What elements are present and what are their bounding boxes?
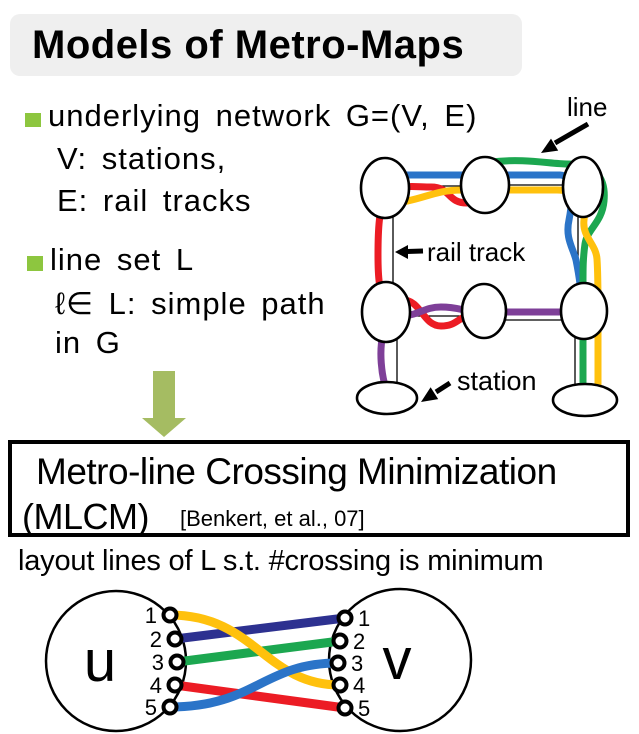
port-number: 4 bbox=[150, 673, 162, 698]
bullet-square-icon bbox=[27, 256, 43, 271]
bullet-square-icon bbox=[25, 113, 41, 127]
line-label: line bbox=[567, 92, 607, 122]
uv-line-red bbox=[170, 680, 350, 713]
station-node bbox=[359, 156, 411, 220]
port-circle bbox=[331, 632, 349, 650]
port-number: 3 bbox=[152, 650, 164, 675]
station-node bbox=[559, 281, 609, 341]
station-node bbox=[561, 155, 605, 219]
station-label: station bbox=[457, 366, 537, 396]
bullet-2-subline-2: in G bbox=[55, 325, 121, 360]
down-arrow-icon bbox=[142, 371, 186, 437]
port-circle bbox=[331, 676, 349, 694]
port-circle bbox=[336, 609, 354, 627]
mlcm-abbreviation: (MLCM) bbox=[22, 496, 149, 537]
port-circle bbox=[168, 653, 186, 671]
uv-line-blue bbox=[165, 658, 343, 712]
port-number: 1 bbox=[358, 606, 370, 631]
port-circle bbox=[166, 630, 184, 648]
line-arrow-icon bbox=[541, 121, 590, 153]
port-number: 5 bbox=[145, 695, 157, 720]
port-circle bbox=[161, 606, 179, 624]
mlcm-caption: layout lines of L s.t. #crossing is mini… bbox=[18, 545, 544, 577]
port-number: 2 bbox=[150, 627, 162, 652]
port-circle bbox=[161, 698, 179, 716]
title-banner: Models of Metro-Maps bbox=[10, 14, 522, 76]
port-circle bbox=[166, 676, 184, 694]
station-arrow-icon bbox=[421, 380, 452, 402]
port-number: 2 bbox=[353, 629, 365, 654]
station-node bbox=[360, 280, 412, 344]
port-circle bbox=[336, 699, 354, 717]
v-label: v bbox=[383, 627, 412, 692]
bullet-2-text: line set L bbox=[50, 242, 195, 277]
metro-line-green bbox=[487, 157, 608, 391]
uv-line-yellow bbox=[165, 610, 345, 690]
port-circle bbox=[329, 654, 347, 672]
port-number: 4 bbox=[353, 673, 365, 698]
port-number: 1 bbox=[145, 603, 157, 628]
uv-connections bbox=[165, 610, 350, 713]
port-number: 3 bbox=[351, 651, 363, 676]
bullet-1-text: underlying network G=(V, E) bbox=[48, 98, 478, 133]
stations bbox=[355, 155, 619, 418]
bullet-2-subline-1: ℓ∈ L: simple path bbox=[55, 286, 326, 321]
mlcm-title: Metro-line Crossing Minimization bbox=[36, 451, 557, 492]
mlcm-box: Metro-line Crossing Minimization (MLCM) … bbox=[8, 440, 630, 537]
page-title: Models of Metro-Maps bbox=[32, 22, 465, 67]
metro-map-diagram: line rail track station bbox=[355, 92, 619, 418]
metro-line-yellow bbox=[381, 186, 602, 391]
bullet-1-subline-2: E: rail tracks bbox=[57, 183, 252, 218]
rail-track-label: rail track bbox=[427, 237, 526, 267]
station-node bbox=[551, 382, 619, 418]
rail-track-arrow-icon bbox=[395, 245, 424, 259]
station-node bbox=[355, 380, 419, 416]
u-label: u bbox=[84, 629, 116, 694]
station-node bbox=[460, 282, 508, 340]
bullet-1-subline-1: V: stations, bbox=[57, 141, 227, 176]
uv-line-navy bbox=[170, 613, 350, 644]
mlcm-citation: [Benkert, et al., 07] bbox=[180, 506, 365, 531]
station-node bbox=[459, 155, 511, 215]
port-number: 5 bbox=[358, 696, 370, 721]
